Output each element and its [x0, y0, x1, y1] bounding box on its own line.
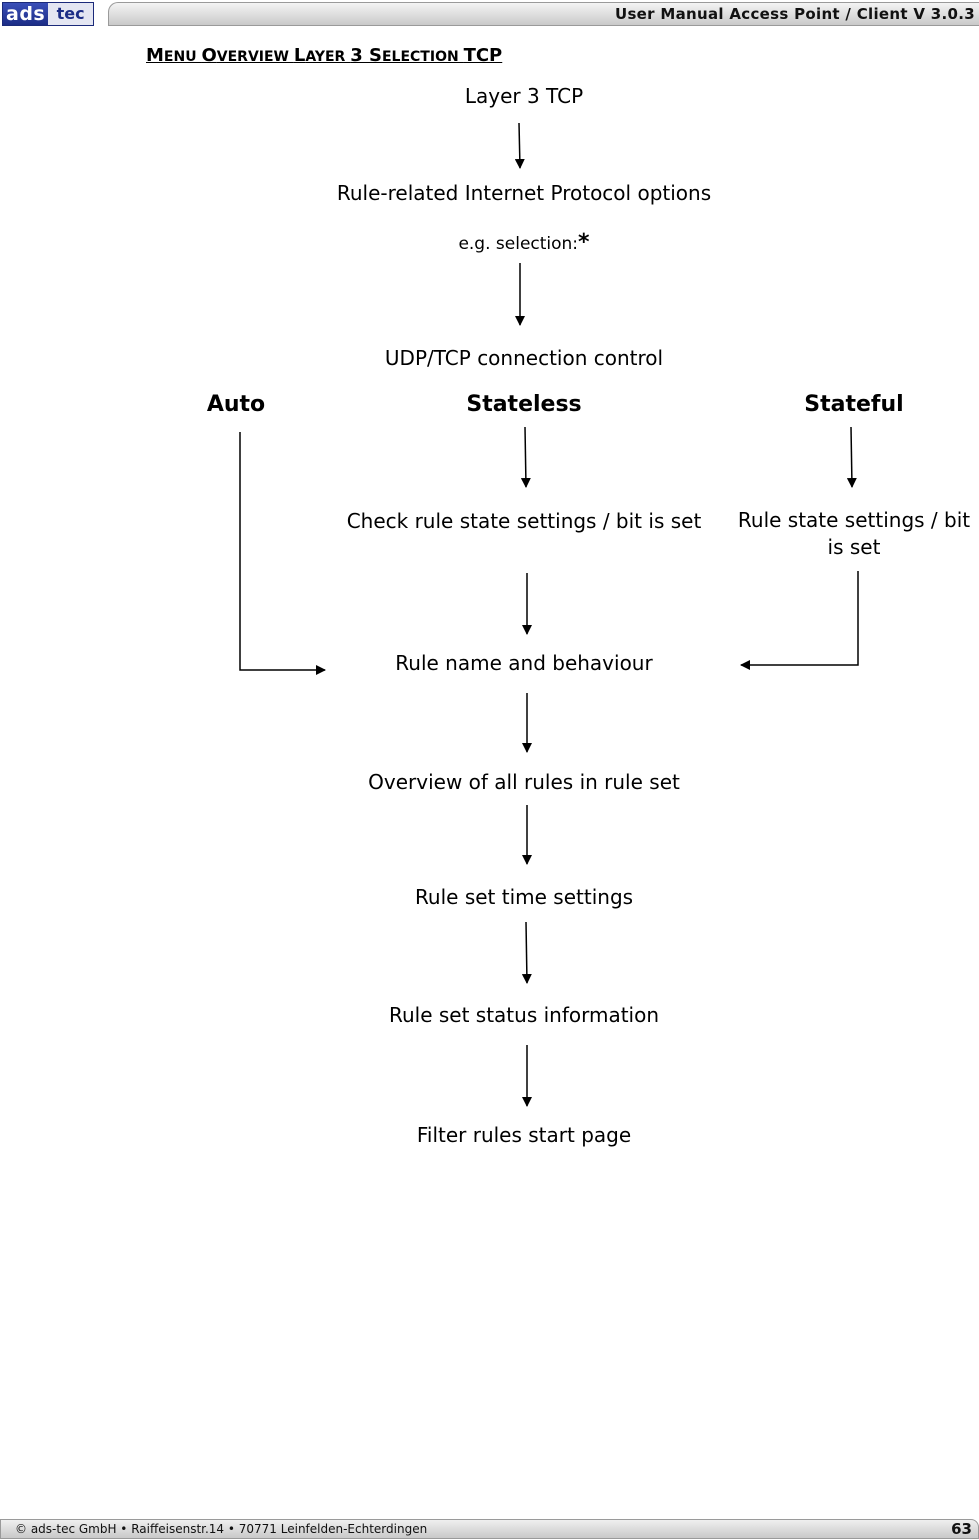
arrow-stateful-to-settings [846, 426, 857, 488]
flow-status-info: Rule set status information [388, 1003, 660, 1027]
header-bar: User Manual Access Point / Client V 3.0.… [108, 2, 979, 26]
arrow-stateless-to-check [520, 426, 531, 488]
title-part: M [146, 45, 164, 66]
flow-connection-control: UDP/TCP connection control [384, 346, 664, 370]
branch-auto: Auto [206, 392, 266, 417]
flow-state-settings: Rule state settings / bit is set [737, 508, 971, 559]
branch-stateful: Stateful [804, 392, 904, 417]
flow-start-page: Filter rules start page [416, 1123, 632, 1147]
arrow-settings-to-rule-name [740, 571, 859, 670]
footer-company: © ads-tec GmbH • Raiffeisenstr.14 • 7077… [15, 1522, 428, 1536]
flow-overview: Overview of all rules in rule set [368, 770, 680, 794]
page-number: 63 [951, 1520, 972, 1538]
arrow-time-to-status [521, 921, 532, 984]
arrow-layer3-to-options [514, 122, 525, 169]
flow-layer3-tcp: Layer 3 TCP [464, 84, 584, 108]
example-star: * [578, 230, 590, 255]
manual-title: User Manual Access Point / Client V 3.0.… [614, 5, 975, 23]
title-part: L [293, 45, 306, 66]
title-part: 3 S [350, 45, 382, 66]
title-part: AYER [305, 49, 351, 65]
logo-text-ads: ads [3, 3, 49, 25]
title-part: VERVIEW [216, 49, 294, 65]
title-part: O [201, 45, 217, 66]
title-part: ENU [163, 49, 202, 65]
section-title: MENU OVERVIEW LAYER 3 SELECTION TCP [146, 45, 502, 66]
footer-bar: © ads-tec GmbH • Raiffeisenstr.14 • 7077… [0, 1519, 979, 1539]
flow-ip-options: Rule-related Internet Protocol options [336, 181, 712, 205]
adstec-logo: ads tec [2, 2, 94, 26]
branch-stateless: Stateless [466, 392, 582, 417]
title-part: TCP [463, 45, 503, 66]
flow-time-settings: Rule set time settings [414, 885, 634, 909]
arrow-auto-to-rule-name [239, 432, 326, 675]
flow-check-state: Check rule state settings / bit is set [346, 509, 702, 533]
flow-example-selection: e.g. selection:* [458, 230, 589, 255]
title-part: ELECTION [381, 49, 464, 65]
example-label: e.g. selection: [458, 234, 579, 254]
flow-rule-name: Rule name and behaviour [395, 651, 653, 675]
logo-text-tec: tec [48, 3, 93, 25]
